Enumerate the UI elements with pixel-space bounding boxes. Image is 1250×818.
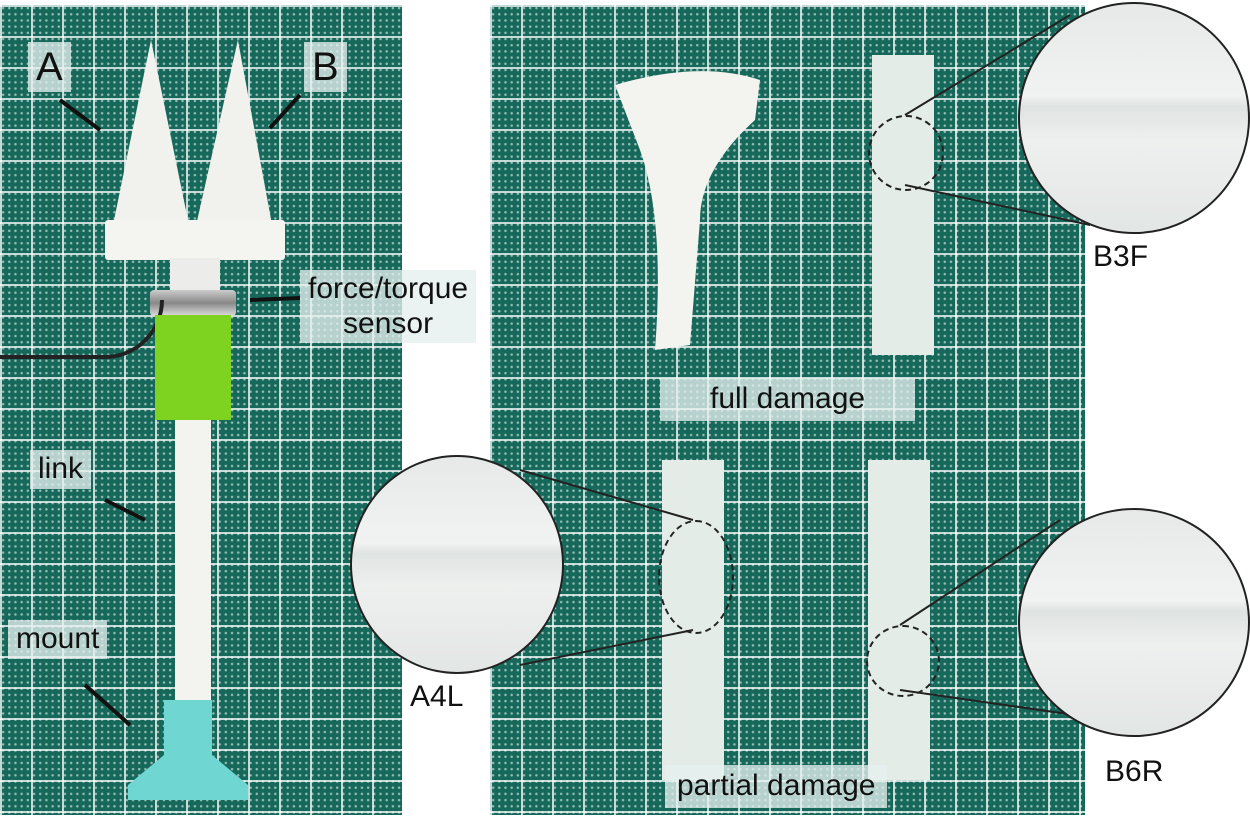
zoom-inset-b3f	[1018, 2, 1250, 234]
gripper-base	[105, 220, 285, 260]
zoom-inset-b6r	[1018, 508, 1250, 737]
broken-finger	[615, 71, 760, 350]
label-sensor: force/torque sensor	[300, 270, 477, 343]
damage-marker-b3f	[868, 115, 944, 191]
sensor	[150, 290, 236, 316]
sensor-label-line1: force/torque	[308, 272, 469, 305]
label-a: A	[28, 42, 71, 92]
adapter	[170, 258, 220, 293]
strip-b6r	[868, 460, 930, 780]
label-b3f: B3F	[1093, 240, 1149, 273]
label-partial-damage: partial damage	[665, 765, 888, 808]
label-b: B	[304, 42, 347, 92]
label-b6r: B6R	[1105, 755, 1164, 788]
label-link: link	[30, 450, 92, 489]
damage-marker-b6r	[866, 625, 940, 697]
arrows	[58, 93, 302, 727]
link-rod	[175, 420, 211, 710]
green-coupler	[155, 315, 231, 420]
label-a4l: A4L	[410, 680, 464, 713]
label-mount: mount	[8, 620, 108, 659]
strip-b3f	[872, 55, 934, 355]
zoom-inset-a4l	[350, 455, 564, 674]
sensor-label-line2: sensor	[343, 306, 434, 340]
damage-marker-a4l	[658, 520, 734, 634]
right-photo	[490, 5, 1085, 815]
label-full-damage: full damage	[660, 378, 916, 421]
